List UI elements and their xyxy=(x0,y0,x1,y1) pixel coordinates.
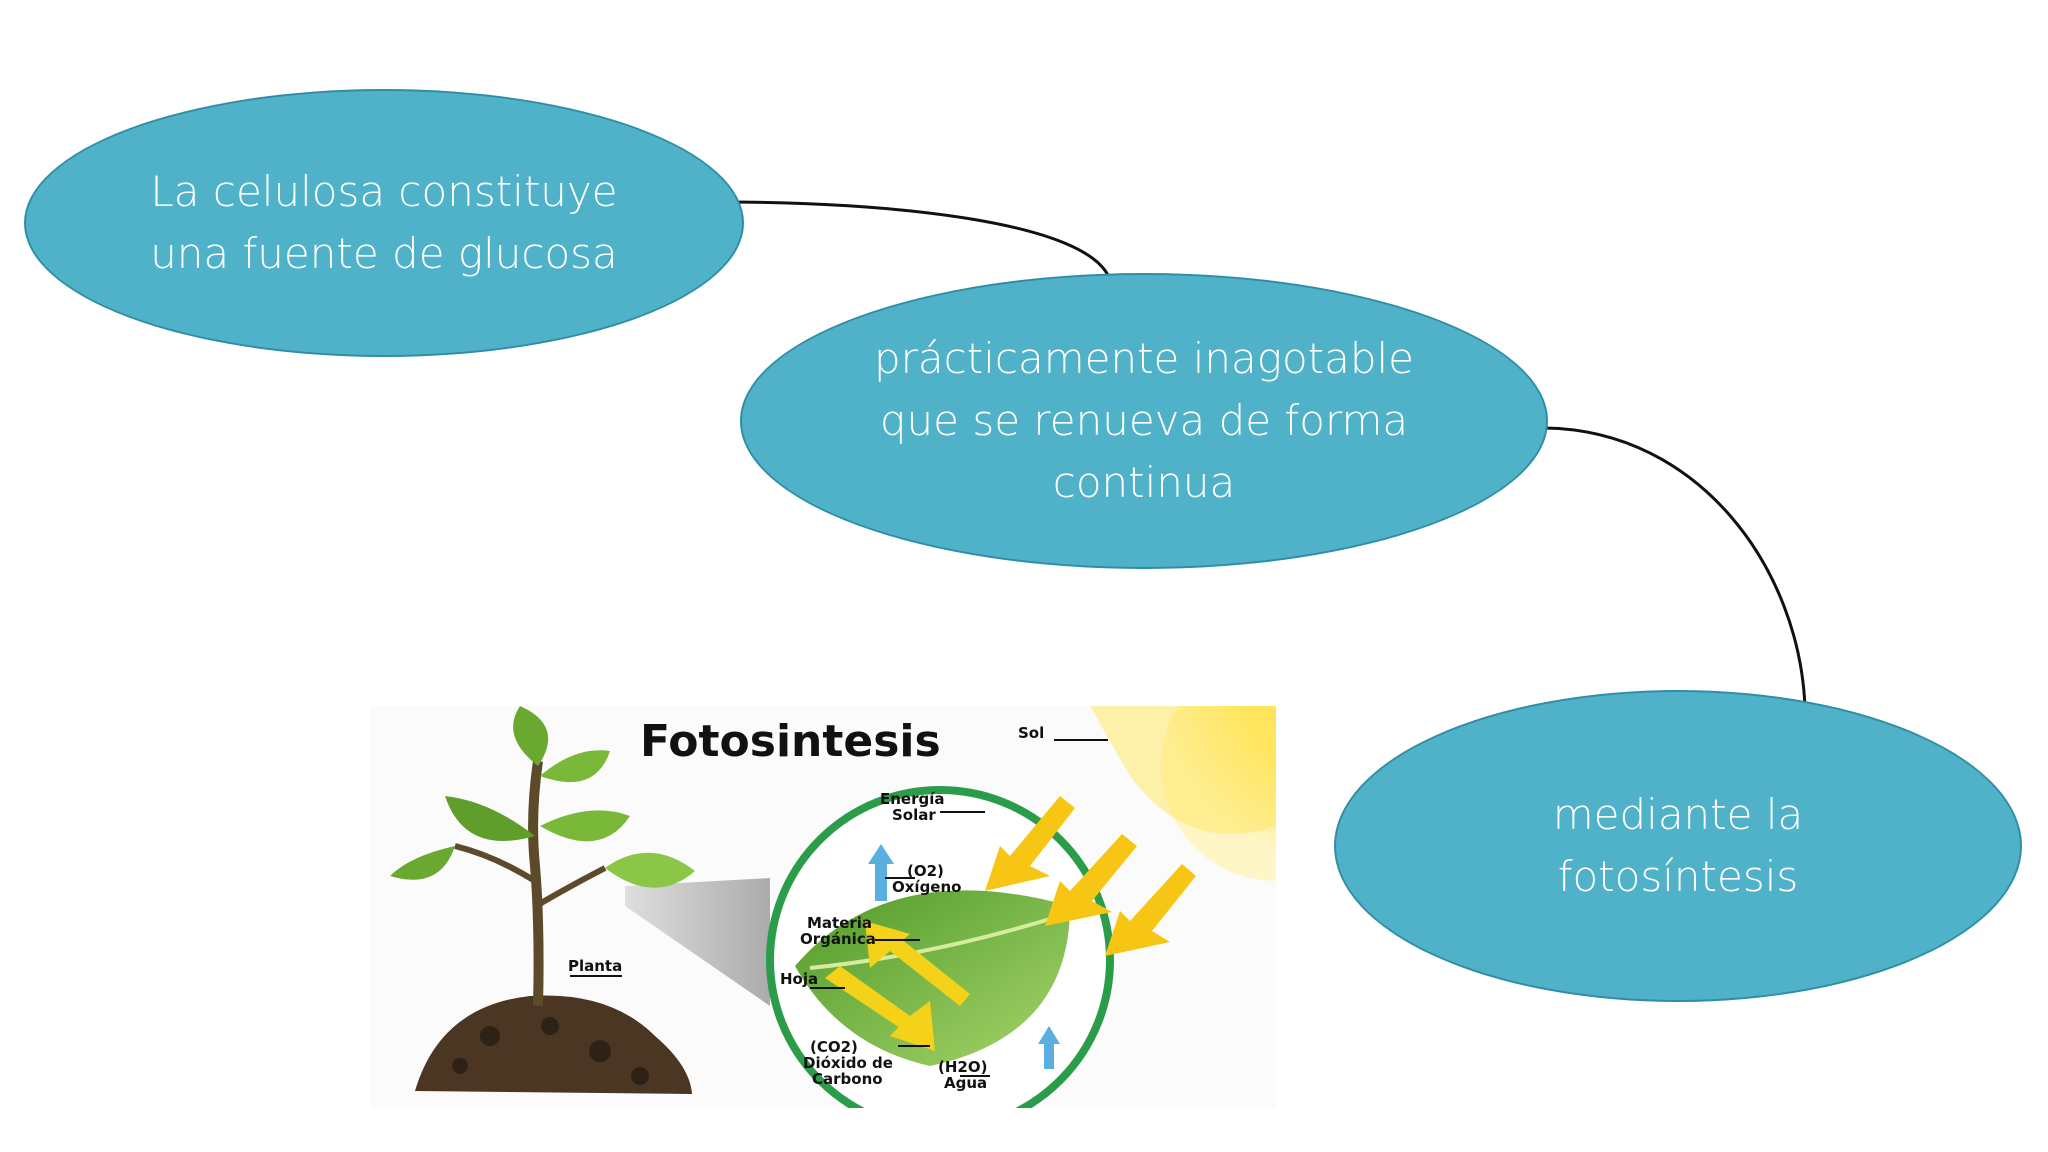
label-energia-1: Energía xyxy=(880,790,945,808)
sun-shape xyxy=(1090,706,1276,881)
concept-node-text: prácticamente inagotable que se renueva … xyxy=(873,334,1415,507)
label-o2-2: Oxígeno xyxy=(892,878,961,896)
concept-node-celulosa: La celulosa constituye una fuente de glu… xyxy=(24,89,744,357)
label-materia-2: Orgánica xyxy=(800,930,876,948)
label-materia-1: Materia xyxy=(807,914,872,932)
zoom-cone xyxy=(625,878,770,1006)
blue-arrows xyxy=(868,844,1060,1069)
label-h2o-2: Agua xyxy=(944,1074,987,1092)
label-co2-2: Dióxido de xyxy=(803,1054,893,1072)
photosynthesis-illustration: Fotosintesis Sol Energía Solar (O2) Oxíg… xyxy=(370,706,1276,1108)
concept-node-text: La celulosa constituye una fuente de glu… xyxy=(150,167,618,278)
label-o2-1: (O2) xyxy=(907,862,944,880)
label-energia-2: Solar xyxy=(892,806,936,824)
label-leaders xyxy=(570,739,1108,1077)
connector-1-2 xyxy=(725,200,1112,281)
label-planta: Planta xyxy=(568,957,622,975)
illustration-title: Fotosintesis xyxy=(640,716,941,767)
concept-node-inagotable: prácticamente inagotable que se renueva … xyxy=(740,273,1548,569)
label-hoja: Hoja xyxy=(780,970,818,988)
soil-mound xyxy=(415,995,692,1094)
label-h2o-1: (H2O) xyxy=(938,1058,987,1076)
connector-2-3 xyxy=(1544,426,1807,709)
concept-node-text: mediante la fotosíntesis xyxy=(1552,790,1804,901)
label-co2-3: Carbono xyxy=(812,1070,883,1088)
concept-node-fotosintesis: mediante la fotosíntesis xyxy=(1334,690,2022,1002)
sunlight-arrows xyxy=(985,796,1196,956)
plant-shape xyxy=(390,706,695,1007)
leaf-arrows xyxy=(825,921,970,1051)
label-co2-1: (CO2) xyxy=(810,1038,858,1056)
label-sol: Sol xyxy=(1018,724,1044,742)
